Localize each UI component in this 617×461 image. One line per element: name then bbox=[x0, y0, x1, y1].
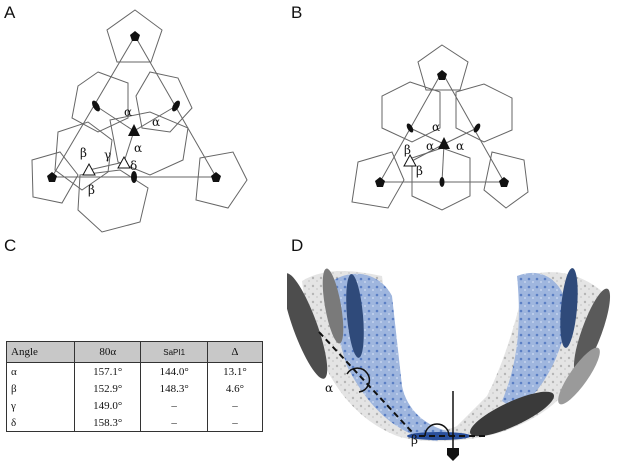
beta-label-2: β bbox=[88, 183, 95, 197]
beta-label: β bbox=[411, 433, 418, 447]
cell-80alpha: 158.3° bbox=[73, 414, 142, 432]
hexagon-upper-right bbox=[135, 71, 193, 133]
threefold-open-marker-right bbox=[117, 155, 131, 169]
protein-shell-blue-right bbox=[502, 272, 567, 411]
threefold-open-marker-left bbox=[82, 162, 96, 176]
cell-angle: γ bbox=[6, 397, 75, 414]
domain-ellipse bbox=[322, 268, 344, 344]
panel-b-diagram: α α α β β bbox=[351, 44, 529, 211]
cell-delta: 4.6° bbox=[206, 380, 264, 397]
table-row: δ 158.3° – – bbox=[6, 414, 264, 432]
guide-line-diagonal bbox=[318, 331, 413, 433]
header-80alpha: 80α bbox=[73, 341, 142, 363]
cell-angle: α bbox=[6, 362, 75, 380]
gamma-label: γ bbox=[104, 148, 111, 162]
hexagon-center bbox=[109, 111, 189, 176]
alpha-label-3: α bbox=[134, 141, 142, 155]
twofold-marker-left bbox=[92, 100, 100, 112]
table-row: γ 149.0° – – bbox=[6, 397, 264, 414]
cell-sapi1: 144.0° bbox=[140, 362, 208, 380]
cell-sapi1: – bbox=[140, 414, 208, 432]
hexagon-upper-left bbox=[71, 71, 129, 133]
domain-ellipse bbox=[470, 391, 554, 437]
cell-sapi1: – bbox=[140, 397, 208, 414]
cell-sapi1: 148.3° bbox=[140, 380, 208, 397]
domain-ellipse bbox=[573, 288, 611, 374]
table-row: α 157.1° 144.0° 13.1° bbox=[6, 362, 264, 380]
pentagon-marker-left bbox=[47, 172, 57, 182]
delta-label: δ bbox=[130, 159, 137, 173]
alpha-label-2: α bbox=[426, 139, 434, 153]
pentagon-left bbox=[351, 151, 405, 209]
fivefold-symbol bbox=[447, 448, 459, 461]
pentagon-marker-top bbox=[437, 70, 447, 80]
threefold-open-marker bbox=[403, 153, 417, 167]
threefold-marker bbox=[438, 137, 450, 149]
panel-label-c: C bbox=[4, 236, 17, 255]
pentagon-marker-top bbox=[130, 31, 140, 41]
twofold-marker-right bbox=[473, 123, 481, 133]
beta-label-1: β bbox=[80, 146, 87, 160]
domain-ellipse bbox=[287, 273, 328, 379]
pentagon-right bbox=[483, 151, 529, 209]
panel-label-b: B bbox=[291, 3, 303, 22]
hexagon-right bbox=[455, 83, 513, 143]
alpha-label: α bbox=[325, 381, 333, 395]
pentagon-marker-right bbox=[499, 177, 509, 187]
cell-angle: β bbox=[6, 380, 75, 397]
pentagon-right bbox=[195, 151, 248, 209]
pentagon-top bbox=[106, 9, 163, 63]
domain-ellipse bbox=[560, 268, 578, 348]
hexagon-left bbox=[381, 81, 441, 143]
cell-delta: – bbox=[206, 414, 264, 432]
beta-label-1: β bbox=[404, 143, 411, 157]
header-angle: Angle bbox=[6, 341, 75, 363]
cell-delta: – bbox=[206, 397, 264, 414]
cell-80alpha: 152.9° bbox=[73, 380, 142, 397]
table-header-row: Angle 80α SaPI1 Δ bbox=[6, 341, 264, 363]
panel-d-structure: α β bbox=[287, 268, 611, 461]
cell-80alpha: 149.0° bbox=[73, 397, 142, 414]
twofold-marker-bottom bbox=[131, 171, 137, 183]
alpha-label-1: α bbox=[124, 105, 132, 119]
domain-ellipse bbox=[558, 347, 600, 405]
alpha-arc bbox=[346, 367, 371, 393]
alpha-label-3: α bbox=[456, 139, 464, 153]
threefold-marker bbox=[128, 124, 140, 136]
pentagon-marker-right bbox=[211, 172, 221, 182]
twofold-marker-left bbox=[406, 123, 414, 133]
table-row: β 152.9° 148.3° 4.6° bbox=[6, 380, 264, 397]
header-sapi1: SaPI1 bbox=[140, 341, 208, 363]
hexagon-lower bbox=[77, 169, 149, 233]
header-delta: Δ bbox=[206, 341, 264, 363]
beta-arc bbox=[424, 423, 450, 437]
cell-80alpha: 157.1° bbox=[73, 362, 142, 380]
twofold-marker-right bbox=[172, 100, 180, 112]
angle-table: Angle 80α SaPI1 Δ α 157.1° 144.0° 13.1° … bbox=[6, 341, 264, 432]
twofold-marker-bottom bbox=[439, 177, 445, 187]
panel-label-d: D bbox=[291, 236, 304, 255]
pentagon-top bbox=[417, 44, 469, 91]
cell-delta: 13.1° bbox=[206, 362, 264, 380]
panel-a-diagram: α α α β β γ δ bbox=[31, 9, 248, 233]
alpha-label-1: α bbox=[432, 120, 440, 134]
alpha-label-2: α bbox=[152, 115, 160, 129]
domain-ellipse bbox=[346, 274, 364, 358]
beta-label-2: β bbox=[416, 164, 423, 178]
pentagon-marker-left bbox=[375, 177, 385, 187]
panel-label-a: A bbox=[4, 3, 16, 22]
cell-angle: δ bbox=[6, 414, 75, 432]
pentagon-left bbox=[31, 151, 79, 204]
